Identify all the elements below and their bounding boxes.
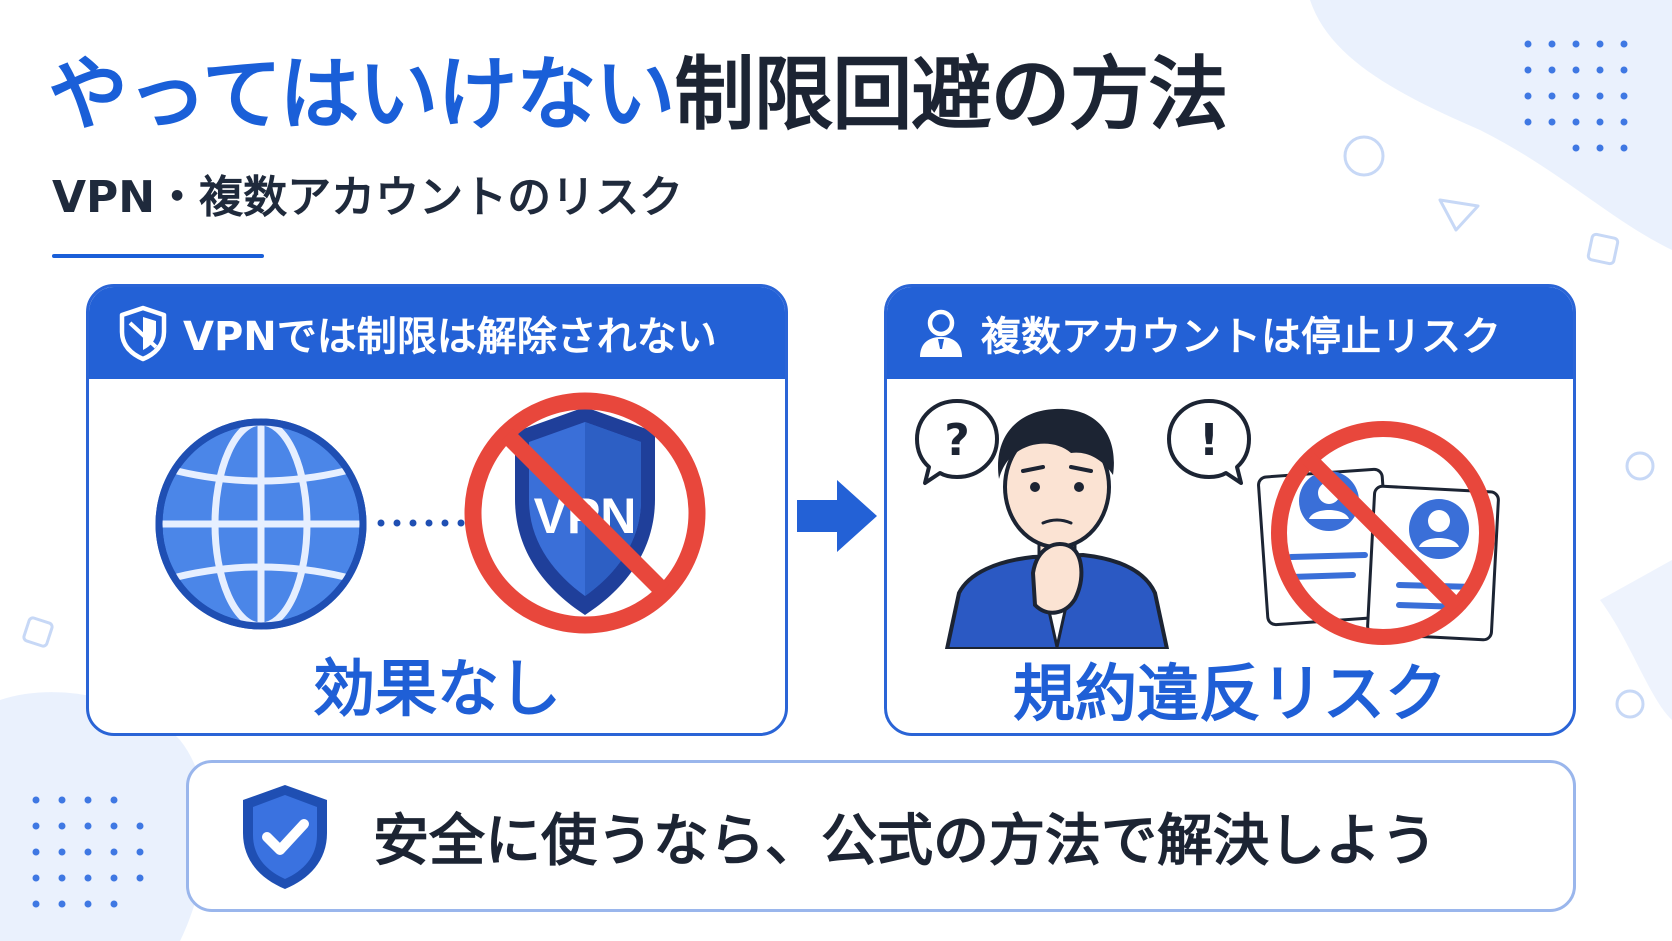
page-title: やってはいけない制限回避の方法	[48, 40, 1228, 150]
vpn-card-header: VPNでは制限は解除されない	[89, 287, 785, 379]
person-icon	[920, 309, 962, 357]
prohibited-icon	[1271, 421, 1495, 645]
bottom-message: 安全に使うなら、公式の方法で解決しよう	[373, 808, 1437, 874]
multi-account-card-header: 複数アカウントは停止リスク	[887, 287, 1573, 379]
prohibited-icon	[464, 392, 706, 634]
worried-man-icon	[944, 408, 1170, 649]
title-rest: 制限回避の方法	[674, 48, 1228, 141]
connection-dots	[377, 519, 465, 527]
title-underline	[52, 254, 264, 258]
vpn-card: VPNでは制限は解除されない	[86, 284, 788, 736]
question-mark: ?	[944, 415, 970, 466]
multi-account-card-body: ? !	[887, 379, 1573, 733]
bottom-message-box: 安全に使うなら、公式の方法で解決しよう	[186, 760, 1576, 912]
title-highlight: やってはいけない	[48, 48, 675, 141]
check-shield-icon	[243, 785, 327, 889]
multi-account-card: 複数アカウントは停止リスク ? !	[884, 284, 1576, 736]
vpn-result: 効果なし	[312, 652, 561, 725]
multi-account-result: 規約違反リスク	[1012, 657, 1447, 730]
arrow-right-icon	[797, 480, 877, 552]
account-risk-illustration: ? !	[915, 399, 1500, 649]
page-subtitle: VPN・複数アカウントのリスク	[52, 172, 684, 223]
vpn-illustration: VPN	[155, 392, 706, 634]
exclamation-bubble-icon: !	[1167, 399, 1251, 485]
shield-icon	[119, 305, 167, 362]
globe-icon	[155, 418, 367, 630]
vpn-card-title: VPNでは制限は解除されない	[183, 314, 717, 360]
dot-grid-top-right	[1524, 40, 1628, 152]
dot-grid-bottom-left	[32, 796, 144, 908]
multi-account-card-title: 複数アカウントは停止リスク	[981, 314, 1501, 360]
exclamation-mark: !	[1199, 415, 1219, 466]
question-bubble-icon: ?	[915, 399, 999, 485]
vpn-card-body: VPN 効果なし	[89, 379, 785, 733]
